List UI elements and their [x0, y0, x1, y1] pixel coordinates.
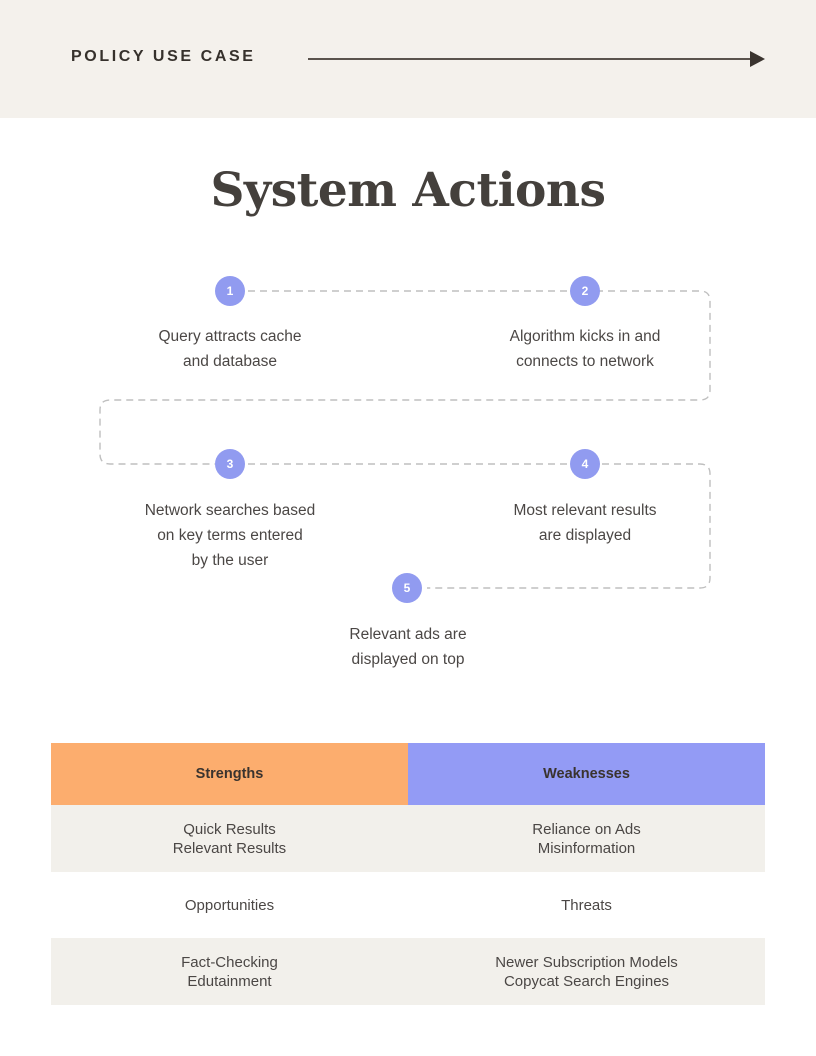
flow-node-3-label: Network searches based on key terms ente…: [144, 502, 316, 569]
swot-cell-threats-items: Newer Subscription Models Copycat Search…: [408, 938, 765, 1005]
swot-header-row: Strengths Weaknesses: [51, 743, 765, 805]
table-row: Fact-Checking Edutainment Newer Subscrip…: [51, 938, 765, 1005]
flow-node-3-number: 3: [226, 457, 234, 471]
table-row: Quick Results Relevant Results Reliance …: [51, 805, 765, 872]
flow-node-5-label: Relevant ads are displayed on top: [349, 626, 467, 668]
flow-node-4-badge[interactable]: 4: [570, 449, 600, 479]
header-label: POLICY USE CASE: [71, 48, 256, 65]
swot-cell-strengths-items: Quick Results Relevant Results: [51, 805, 408, 872]
flow-node-1-number: 1: [226, 284, 234, 298]
swot-cell-weaknesses-items: Reliance on Ads Misinformation: [408, 805, 765, 872]
table-row: Opportunities Threats: [51, 872, 765, 938]
flow-node-4-number: 4: [581, 457, 589, 471]
swot-header-strengths: Strengths: [51, 743, 408, 805]
swot-header-weaknesses: Weaknesses: [408, 743, 765, 805]
right-arrow-icon: [750, 51, 765, 67]
flow-node-2-badge[interactable]: 2: [570, 276, 600, 306]
flow-node-5-number: 5: [403, 581, 411, 595]
swot-label-opportunities: Opportunities: [51, 872, 408, 938]
flow-node-1-badge[interactable]: 1: [215, 276, 245, 306]
flow-node-1-label: Query attracts cache and database: [158, 328, 302, 370]
flow-node-5-badge[interactable]: 5: [392, 573, 422, 603]
flow-node-4-label: Most relevant results are displayed: [513, 502, 657, 544]
flow-node-2-number: 2: [581, 284, 589, 298]
swot-table: Strengths Weaknesses Quick Results Relev…: [51, 743, 765, 1005]
page-header: POLICY USE CASE: [0, 0, 816, 118]
swot-cell-opportunities-items: Fact-Checking Edutainment: [51, 938, 408, 1005]
system-actions-flow-diagram: 1 Query attracts cache and database 2 Al…: [0, 262, 816, 682]
flow-node-3-badge[interactable]: 3: [215, 449, 245, 479]
flow-connector-path: [99, 290, 711, 589]
swot-label-threats: Threats: [408, 872, 765, 938]
flow-node-2-label: Algorithm kicks in and connects to netwo…: [509, 328, 661, 370]
page-title: System Actions: [210, 163, 606, 218]
header-arrow-line: [308, 58, 753, 60]
